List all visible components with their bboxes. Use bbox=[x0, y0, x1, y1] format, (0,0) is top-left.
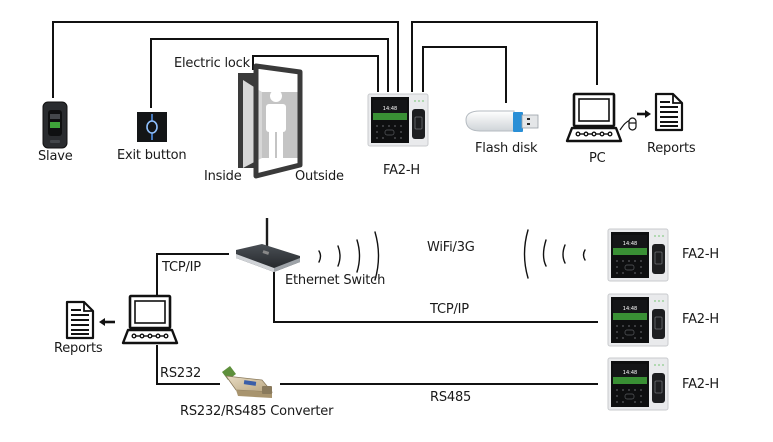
pc-label: PC bbox=[589, 151, 606, 166]
wifi-waves-terminal-icon bbox=[523, 229, 586, 279]
outside-label: Outside bbox=[295, 169, 344, 184]
flash-disk-icon bbox=[465, 110, 539, 132]
fa2h-terminal-tcpip-icon bbox=[607, 293, 669, 347]
wire-slave bbox=[52, 21, 399, 98]
rs485-label: RS485 bbox=[430, 390, 472, 405]
ethernet-switch-label: Ethernet Switch bbox=[285, 273, 386, 288]
converter-label: RS232/RS485 Converter bbox=[180, 404, 334, 419]
fa2h-terminal-main-icon bbox=[367, 93, 429, 147]
wifi-3g-label: WiFi/3G bbox=[427, 240, 475, 255]
exit-button-label: Exit button bbox=[117, 148, 187, 163]
fa2h-terminal-wifi-icon bbox=[607, 228, 669, 282]
mouse-icon bbox=[619, 117, 637, 131]
fa2h-main-label: FA2-H bbox=[383, 163, 420, 178]
pc-bottom-icon bbox=[121, 294, 179, 345]
electric-lock-label: Electric lock bbox=[174, 56, 250, 71]
fa2h-wifi-label: FA2-H bbox=[682, 247, 719, 262]
door-icon bbox=[238, 63, 303, 179]
arrow-left-icon bbox=[99, 318, 115, 326]
wire-pc-to-switch bbox=[156, 253, 229, 295]
wifi-waves-switch-icon bbox=[318, 231, 380, 281]
ethernet-switch-icon bbox=[236, 218, 300, 272]
slave-label: Slave bbox=[38, 149, 73, 164]
reports-bottom-label: Reports bbox=[54, 341, 103, 356]
top-wires bbox=[52, 21, 598, 108]
reports-bottom-icon bbox=[65, 300, 95, 340]
exit-button-icon bbox=[137, 112, 167, 142]
bottom-wires bbox=[156, 253, 598, 385]
flash-disk-label: Flash disk bbox=[475, 141, 538, 156]
wire-exit-button bbox=[150, 38, 389, 108]
tcpip-line-label: TCP/IP bbox=[430, 302, 469, 317]
wire-pc-rs232 bbox=[156, 345, 220, 385]
wire-pc bbox=[411, 21, 598, 92]
rs232-rs485-converter-icon bbox=[222, 366, 273, 398]
slave-reader-icon bbox=[42, 101, 68, 149]
fa2h-rs485-label: FA2-H bbox=[682, 377, 719, 392]
rs232-label: RS232 bbox=[160, 366, 202, 381]
wire-switch-tcpip bbox=[273, 272, 598, 323]
pc-top-icon bbox=[565, 92, 623, 143]
reports-top-icon bbox=[654, 92, 684, 132]
inside-label: Inside bbox=[204, 169, 242, 184]
fa2h-tcpip-label: FA2-H bbox=[682, 312, 719, 327]
reports-top-label: Reports bbox=[647, 141, 696, 156]
wire-flash-disk bbox=[422, 46, 507, 103]
tcpip-pc-label: TCP/IP bbox=[162, 260, 201, 275]
arrow-right-icon bbox=[637, 110, 651, 118]
wire-electric-lock bbox=[252, 55, 379, 92]
fa2h-terminal-rs485-icon bbox=[607, 357, 669, 411]
